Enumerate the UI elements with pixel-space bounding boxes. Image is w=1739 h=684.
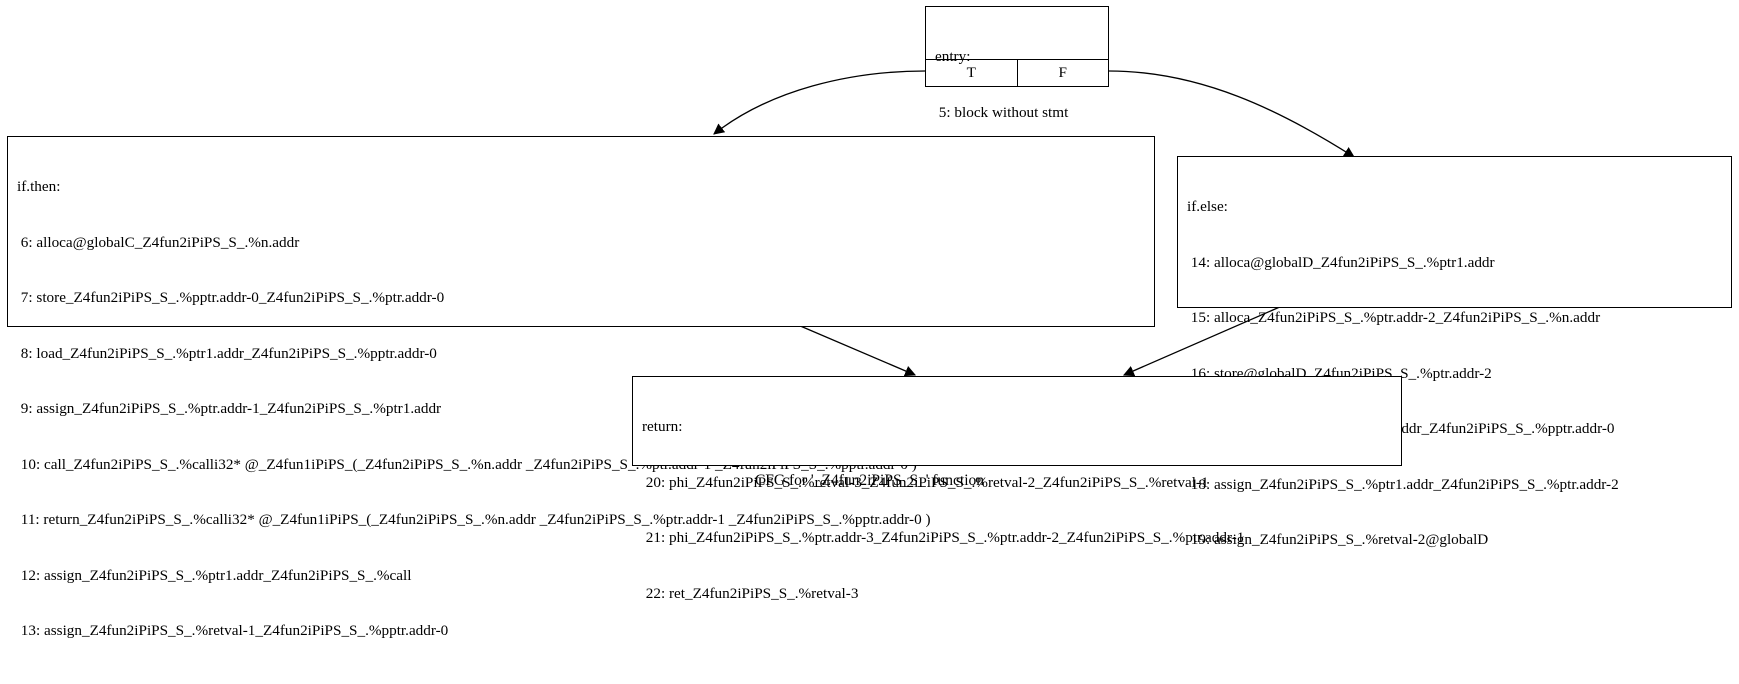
edge-if-else-to-return [1122,305,1283,377]
node-line: 14: alloca@globalD_Z4fun2iPiPS_S_.%ptr1.… [1187,253,1495,271]
node-text: return: 20: phi_Z4fun2iPiPS_S_.%retval-3… [633,377,1401,646]
port-true: T [966,64,976,81]
node-line: return: [642,418,683,435]
diagram-caption: CFG for '_Z4fun2iPiPS_S_' function [754,472,985,489]
entry-ports: T F [926,59,1108,86]
node-line: entry: [935,48,971,65]
node-line: 21: phi_Z4fun2iPiPS_S_.%ptr.addr-3_Z4fun… [642,529,1245,546]
edge-if-then-to-return [797,324,917,377]
node-line: 5: block without stmt [935,103,1069,121]
node-line: 9: assign_Z4fun2iPiPS_S_.%ptr.addr-1_Z4f… [17,400,442,417]
if-else-node: if.else: 14: alloca@globalD_Z4fun2iPiPS_… [1177,156,1732,548]
edge-entry-true-to-if-then [713,70,926,135]
node-line: 7: store_Z4fun2iPiPS_S_.%pptr.addr-0_Z4f… [17,289,445,306]
entry-node: entry: 5: block without stmt T F [925,6,1109,121]
node-line: 20: phi_Z4fun2iPiPS_S_.%retval-3_Z4fun2i… [642,473,1209,491]
node-line: 15: alloca_Z4fun2iPiPS_S_.%ptr.addr-2_Z4… [1187,309,1601,326]
return-node: return: 20: phi_Z4fun2iPiPS_S_.%retval-3… [632,376,1402,602]
node-line: if.then: [17,178,61,195]
node-line: 8: load_Z4fun2iPiPS_S_.%ptr1.addr_Z4fun2… [17,344,437,362]
node-line: 6: alloca@globalC_Z4fun2iPiPS_S_.%n.addr [17,233,300,251]
node-line: 22: ret_Z4fun2iPiPS_S_.%retval-3 [642,584,859,602]
edge-layer [713,70,1355,377]
node-line: if.else: [1187,198,1228,215]
port-false: F [1016,60,1109,86]
cfg-diagram: entry: 5: block without stmt T F if.then… [7,6,1732,639]
node-line: 18: assign_Z4fun2iPiPS_S_.%ptr1.addr_Z4f… [1187,475,1619,493]
edge-entry-false-to-if-else [1108,70,1355,158]
node-text: entry: 5: block without stmt [926,7,1108,165]
if-then-node: if.then: 6: alloca@globalC_Z4fun2iPiPS_S… [7,136,1155,639]
